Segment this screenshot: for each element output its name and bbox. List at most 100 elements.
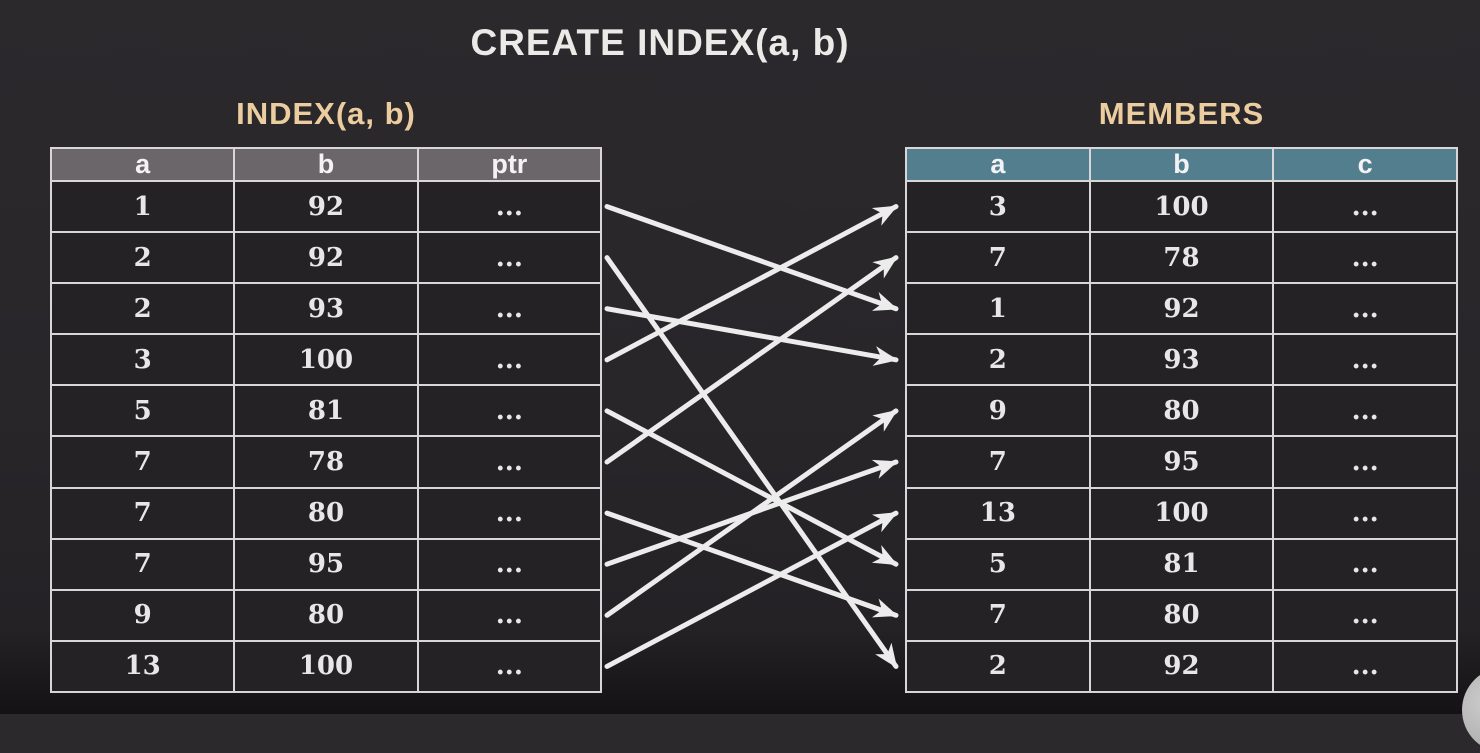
cell: 13 xyxy=(49,639,236,694)
cell: ... xyxy=(416,435,603,489)
cell: 100 xyxy=(233,333,419,387)
index-to-member-arrow xyxy=(604,255,899,669)
cell: 100 xyxy=(233,639,419,694)
cell: 3 xyxy=(905,179,1091,234)
cell: ... xyxy=(1272,639,1458,694)
index-to-member-arrow xyxy=(604,408,899,618)
index-to-member-arrow xyxy=(604,510,899,669)
column-header: a xyxy=(49,147,236,182)
cell: 80 xyxy=(1088,588,1275,642)
column-header: c xyxy=(1272,147,1458,182)
cell: 1 xyxy=(905,282,1091,336)
cell: 78 xyxy=(1088,231,1275,285)
index-to-member-arrow xyxy=(604,459,899,567)
column-header: b xyxy=(1088,147,1275,182)
column-header: a xyxy=(905,147,1091,182)
column-header: b xyxy=(233,147,419,182)
cell: 92 xyxy=(1088,639,1275,694)
cell: 80 xyxy=(233,486,419,540)
cell: 2 xyxy=(49,231,236,285)
index-to-member-arrow xyxy=(604,204,899,312)
index-to-member-arrow xyxy=(604,306,899,366)
cell: 92 xyxy=(233,179,419,234)
page-title: CREATE INDEX(a, b) xyxy=(470,22,850,63)
cell: 13 xyxy=(905,486,1091,540)
cell: 7 xyxy=(49,435,236,489)
cell: 9 xyxy=(49,588,236,642)
cell: 100 xyxy=(1088,179,1275,234)
cell: ... xyxy=(1272,588,1458,642)
index-table-title: INDEX(a, b) xyxy=(236,96,416,131)
cell: ... xyxy=(416,333,603,387)
cell: ... xyxy=(1272,486,1458,540)
column-header: ptr xyxy=(416,147,603,182)
members-table-title: MEMBERS xyxy=(1098,96,1265,131)
cell: ... xyxy=(1272,537,1458,591)
cell: 93 xyxy=(233,282,419,336)
cell: 78 xyxy=(233,435,419,489)
index-to-member-arrow xyxy=(604,204,899,363)
cell: ... xyxy=(1272,333,1458,387)
cell: 9 xyxy=(905,384,1091,438)
cell: 3 xyxy=(49,333,236,387)
cell: 95 xyxy=(1088,435,1275,489)
cell: 2 xyxy=(49,282,236,336)
cell: 2 xyxy=(905,333,1091,387)
cell: 81 xyxy=(1088,537,1275,591)
cell: ... xyxy=(416,639,603,694)
cell: ... xyxy=(416,537,603,591)
cell: ... xyxy=(1272,282,1458,336)
cell: 5 xyxy=(905,537,1091,591)
index-to-member-arrow xyxy=(604,255,899,465)
cell: ... xyxy=(416,588,603,642)
cell: 1 xyxy=(49,179,236,234)
cell: ... xyxy=(1272,384,1458,438)
cell: ... xyxy=(416,231,603,285)
cell: 95 xyxy=(233,537,419,591)
cell: ... xyxy=(1272,435,1458,489)
cell: ... xyxy=(416,384,603,438)
index-to-member-arrow xyxy=(604,408,899,567)
cell: 7 xyxy=(905,588,1091,642)
cell: ... xyxy=(416,179,603,234)
cell: 80 xyxy=(233,588,419,642)
cell: 81 xyxy=(233,384,419,438)
cell: ... xyxy=(416,282,603,336)
cell: 5 xyxy=(49,384,236,438)
cell: 93 xyxy=(1088,333,1275,387)
cell: 7 xyxy=(905,231,1091,285)
cell: 7 xyxy=(49,537,236,591)
cell: 7 xyxy=(905,435,1091,489)
cell: ... xyxy=(416,486,603,540)
cell: 7 xyxy=(49,486,236,540)
cell: ... xyxy=(1272,179,1458,234)
cell: 92 xyxy=(1088,282,1275,336)
cell: 80 xyxy=(1088,384,1275,438)
